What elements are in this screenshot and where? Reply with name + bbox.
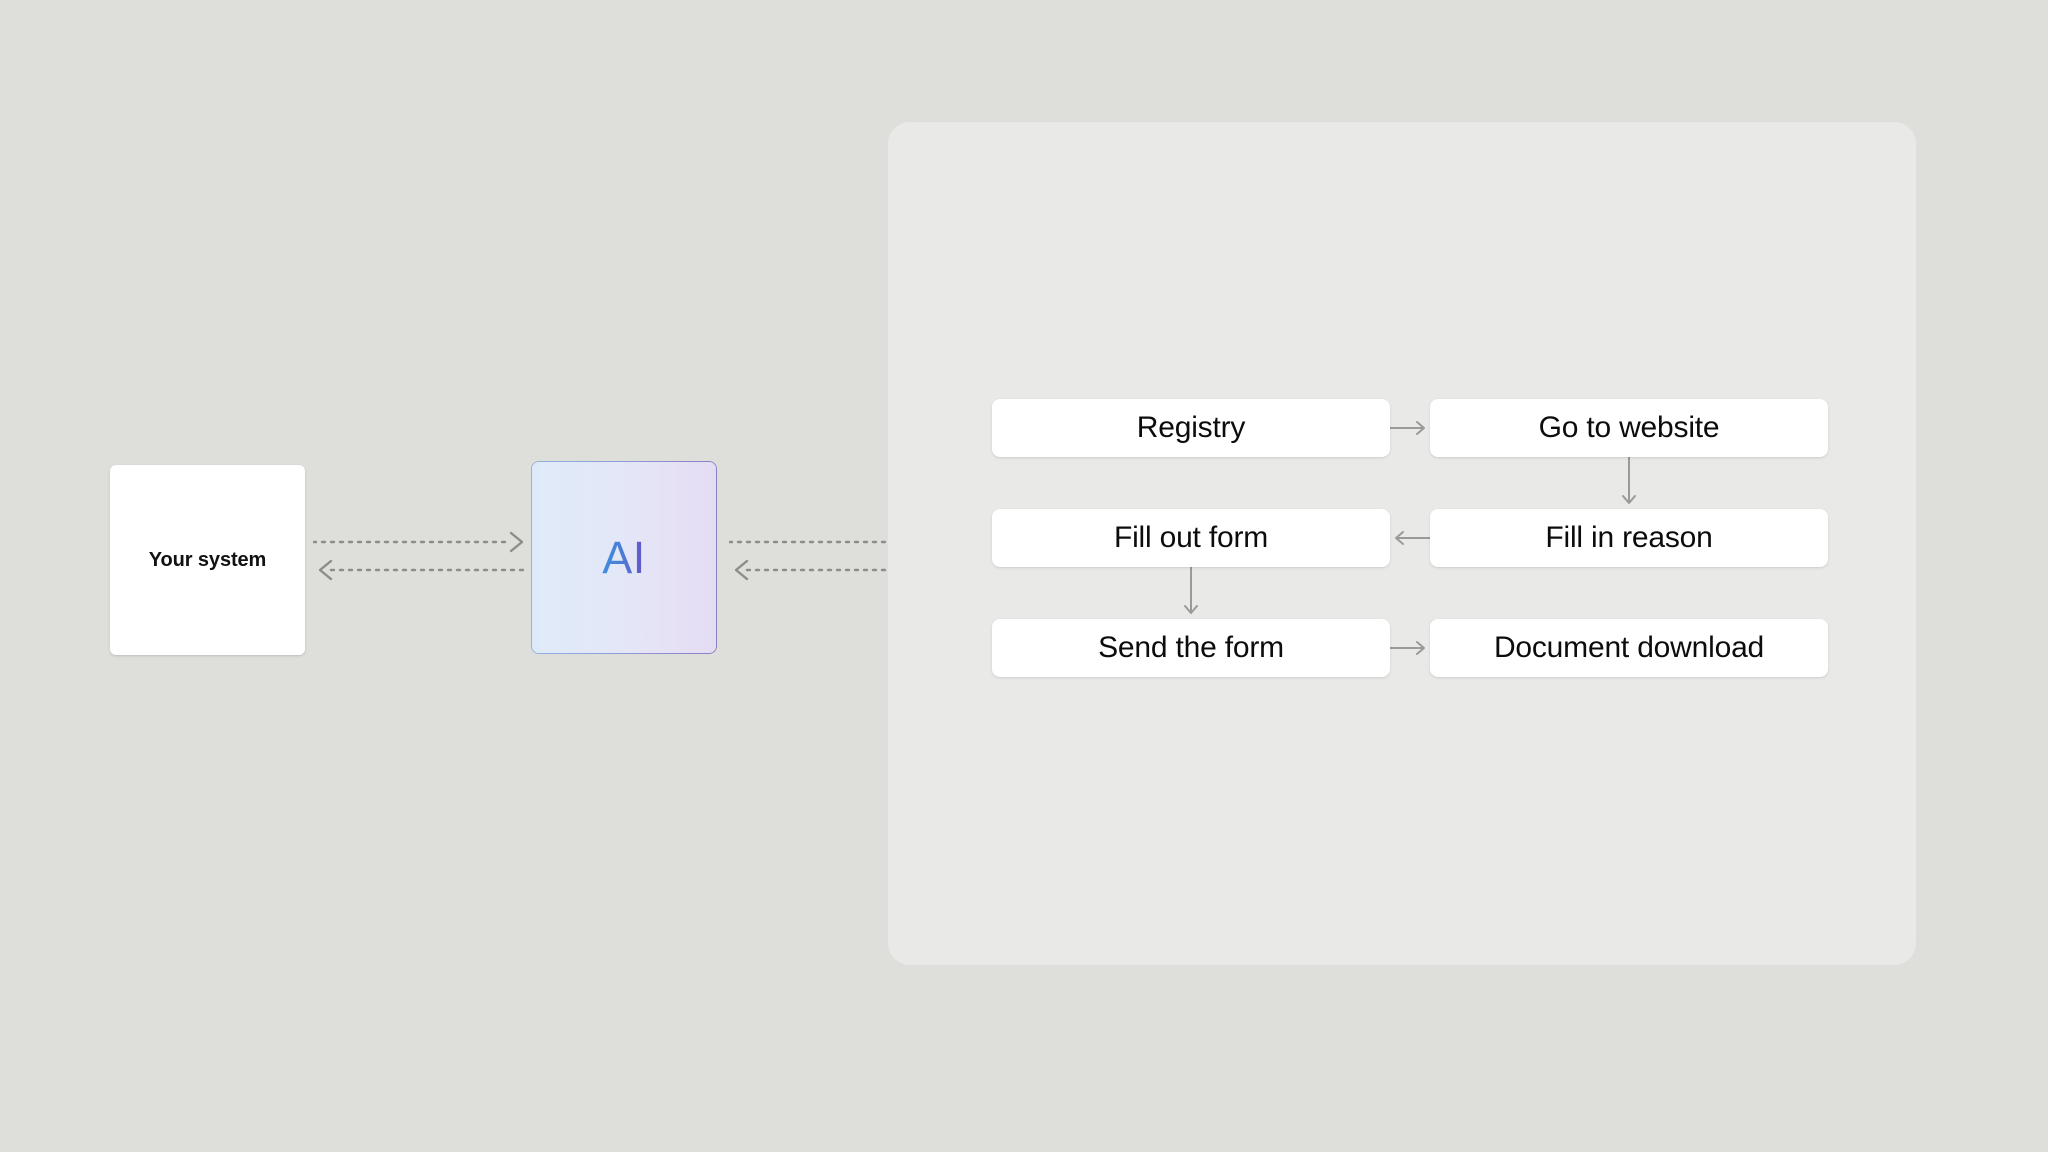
flow-node-label: Registry — [1136, 411, 1246, 444]
flow-node-label: Fill out form — [1113, 521, 1269, 554]
arrowhead-left-icon — [1395, 531, 1404, 545]
flow-node-fill-out-form[interactable]: Fill out form — [992, 509, 1390, 567]
arrowhead-right-icon — [1416, 421, 1425, 435]
arrowhead-right-icon — [1416, 641, 1425, 655]
flow-node-go-to-website[interactable]: Go to website — [1430, 399, 1828, 457]
your-system-node[interactable]: Your system — [110, 465, 305, 655]
flow-node-label: Send the form — [1098, 631, 1284, 664]
flow-node-fill-in-reason[interactable]: Fill in reason — [1430, 509, 1828, 567]
flow-node-label: Fill in reason — [1545, 521, 1713, 554]
arrowhead-left-icon — [318, 559, 333, 581]
flow-node-document-download[interactable]: Document download — [1430, 619, 1828, 677]
edge-go-to-website-to-fill-in-reason — [1616, 457, 1642, 509]
edge-fill-in-reason-to-fill-out-form — [1390, 525, 1430, 551]
flow-node-registry[interactable]: Registry — [992, 399, 1390, 457]
ai-node[interactable]: AI — [531, 461, 717, 654]
flow-node-label: Go to website — [1538, 411, 1720, 444]
flow-node-send-the-form[interactable]: Send the form — [992, 619, 1390, 677]
flow-node-label: Document download — [1493, 631, 1765, 664]
your-system-label: Your system — [148, 549, 267, 571]
connector-system-ai — [313, 528, 529, 584]
edge-send-the-form-to-document-download — [1390, 635, 1430, 661]
arrowhead-down-icon — [1184, 605, 1198, 614]
edge-registry-to-go-to-website — [1390, 415, 1430, 441]
ai-label: AI — [602, 532, 646, 583]
arrowhead-left-icon — [734, 559, 749, 581]
edge-fill-out-form-to-send-the-form — [1178, 567, 1204, 619]
arrowhead-right-icon — [509, 531, 524, 553]
arrowhead-down-icon — [1622, 495, 1636, 504]
